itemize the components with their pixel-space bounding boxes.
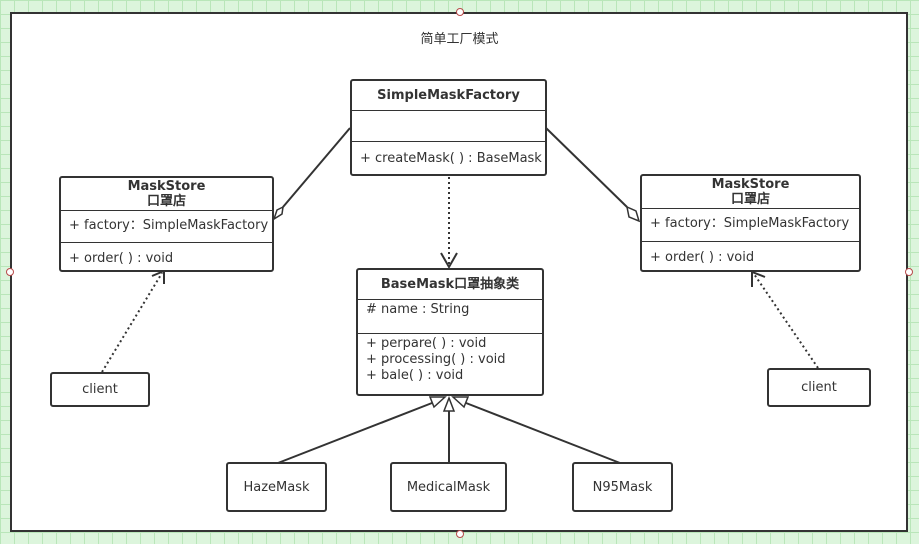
class-n95-mask[interactable]: N95Mask — [572, 462, 673, 512]
diagram-title: 简单工厂模式 — [420, 32, 499, 47]
class-name: MaskStore 口罩店 — [642, 176, 859, 209]
class-mask-store-right[interactable]: MaskStore 口罩店 + factory：SimpleMaskFactor… — [640, 174, 861, 272]
operation: + order( ) : void — [650, 250, 755, 265]
selection-handle-right[interactable] — [905, 268, 913, 276]
generalization-medical-arrow — [442, 395, 456, 412]
operation-section: + order( ) : void — [61, 243, 272, 267]
selection-handle-bottom[interactable] — [456, 530, 464, 538]
class-mask-store-left[interactable]: MaskStore 口罩店 + factory：SimpleMaskFactor… — [59, 176, 274, 272]
class-name: BaseMask口罩抽象类 — [358, 270, 542, 300]
class-simple-mask-factory[interactable]: SimpleMaskFactory + createMask( ) : Base… — [350, 79, 547, 176]
attribute: + factory：SimpleMaskFactory — [69, 218, 269, 233]
operation-perpare: + perpare( ) : void — [366, 336, 487, 351]
attribute: # name : String — [366, 302, 470, 317]
attribute-section: # name : String — [358, 300, 542, 334]
attribute-section — [352, 111, 545, 142]
operation: + order( ) : void — [69, 251, 174, 266]
dependency-client-left-line — [101, 272, 163, 373]
operation-section: + createMask( ) : BaseMask — [352, 142, 545, 167]
aggregation-right-diamond — [625, 205, 641, 223]
operation-section: + perpare( ) : void + processing( ) : vo… — [358, 334, 542, 384]
generalization-n95-line — [465, 402, 621, 464]
operation: + createMask( ) : BaseMask — [360, 151, 542, 166]
dependency-client-left-arrow — [151, 269, 165, 284]
aggregation-left-line — [282, 127, 351, 208]
generalization-haze-line — [277, 402, 433, 464]
class-medical-mask[interactable]: MedicalMask — [390, 462, 507, 512]
dependency-factory-arrow — [440, 252, 458, 270]
dependency-client-right-line — [753, 273, 819, 369]
class-name: SimpleMaskFactory — [352, 81, 545, 111]
class-name-zh: 口罩店 — [146, 194, 186, 209]
dependency-client-right-arrow — [751, 270, 766, 287]
selection-handle-left[interactable] — [6, 268, 14, 276]
operation-section: + order( ) : void — [642, 242, 859, 266]
aggregation-right-line — [545, 127, 628, 208]
attribute-section: + factory：SimpleMaskFactory — [642, 209, 859, 242]
client-left[interactable]: client — [50, 372, 150, 407]
class-haze-mask[interactable]: HazeMask — [226, 462, 327, 512]
class-base-mask[interactable]: BaseMask口罩抽象类 # name : String + perpare(… — [356, 268, 544, 396]
operation-bale: + bale( ) : void — [366, 368, 464, 383]
client-right[interactable]: client — [767, 368, 871, 407]
class-name-zh: 口罩店 — [730, 192, 770, 207]
class-name: MaskStore 口罩店 — [61, 178, 272, 211]
class-name-en: MaskStore — [711, 177, 790, 192]
attribute-section: + factory：SimpleMaskFactory — [61, 211, 272, 243]
attribute: + factory：SimpleMaskFactory — [650, 216, 850, 231]
class-name-en: MaskStore — [127, 179, 206, 194]
generalization-haze-arrow — [428, 396, 447, 409]
generalization-n95-arrow — [451, 396, 470, 409]
selection-handle-top[interactable] — [456, 8, 464, 16]
aggregation-left-diamond — [272, 205, 284, 221]
operation-processing: + processing( ) : void — [366, 352, 506, 367]
